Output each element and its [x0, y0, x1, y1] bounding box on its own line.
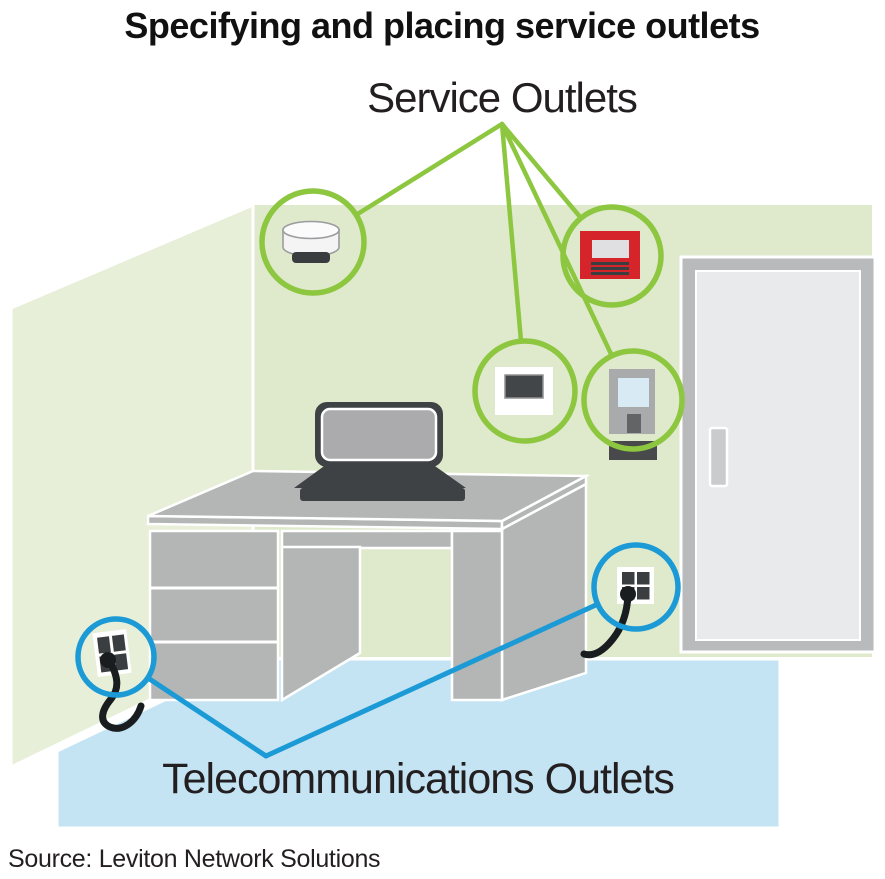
smoke-detector-icon — [282, 220, 340, 263]
telecom-outlets-label: Telecommunications Outlets — [162, 755, 674, 803]
service-outlets-label: Service Outlets — [367, 74, 637, 121]
plug-right — [620, 586, 636, 602]
callout-smoke-detector — [259, 188, 367, 296]
door-icon — [679, 255, 877, 654]
source-note: Source: Leviton Network Solutions — [8, 845, 380, 873]
desk-drawer-unit — [148, 529, 280, 702]
callout-access-reader — [581, 348, 685, 452]
callout-telecom-right — [591, 542, 681, 632]
desk-apron — [280, 529, 454, 550]
monitor-icon — [294, 402, 466, 501]
telecom-outlet-callouts — [75, 542, 681, 698]
telecom-outlet-leader-lines — [145, 601, 601, 759]
desk-icon — [146, 469, 591, 703]
service-outlet-leader-lines — [353, 121, 615, 359]
door-handle — [708, 426, 729, 488]
patch-cable-left — [99, 656, 145, 732]
patch-cable-right — [580, 592, 632, 659]
callout-thermostat — [472, 338, 578, 444]
monitor-screen — [320, 407, 438, 462]
desk-right-leg — [450, 529, 504, 702]
page-title: Specifying and placing service outlets — [124, 5, 759, 46]
callout-telecom-left — [75, 616, 157, 698]
desk-inner-panel — [280, 545, 362, 703]
thermostat-icon — [495, 367, 553, 415]
fire-alarm-panel-icon — [580, 231, 640, 279]
plug-left — [100, 652, 116, 668]
